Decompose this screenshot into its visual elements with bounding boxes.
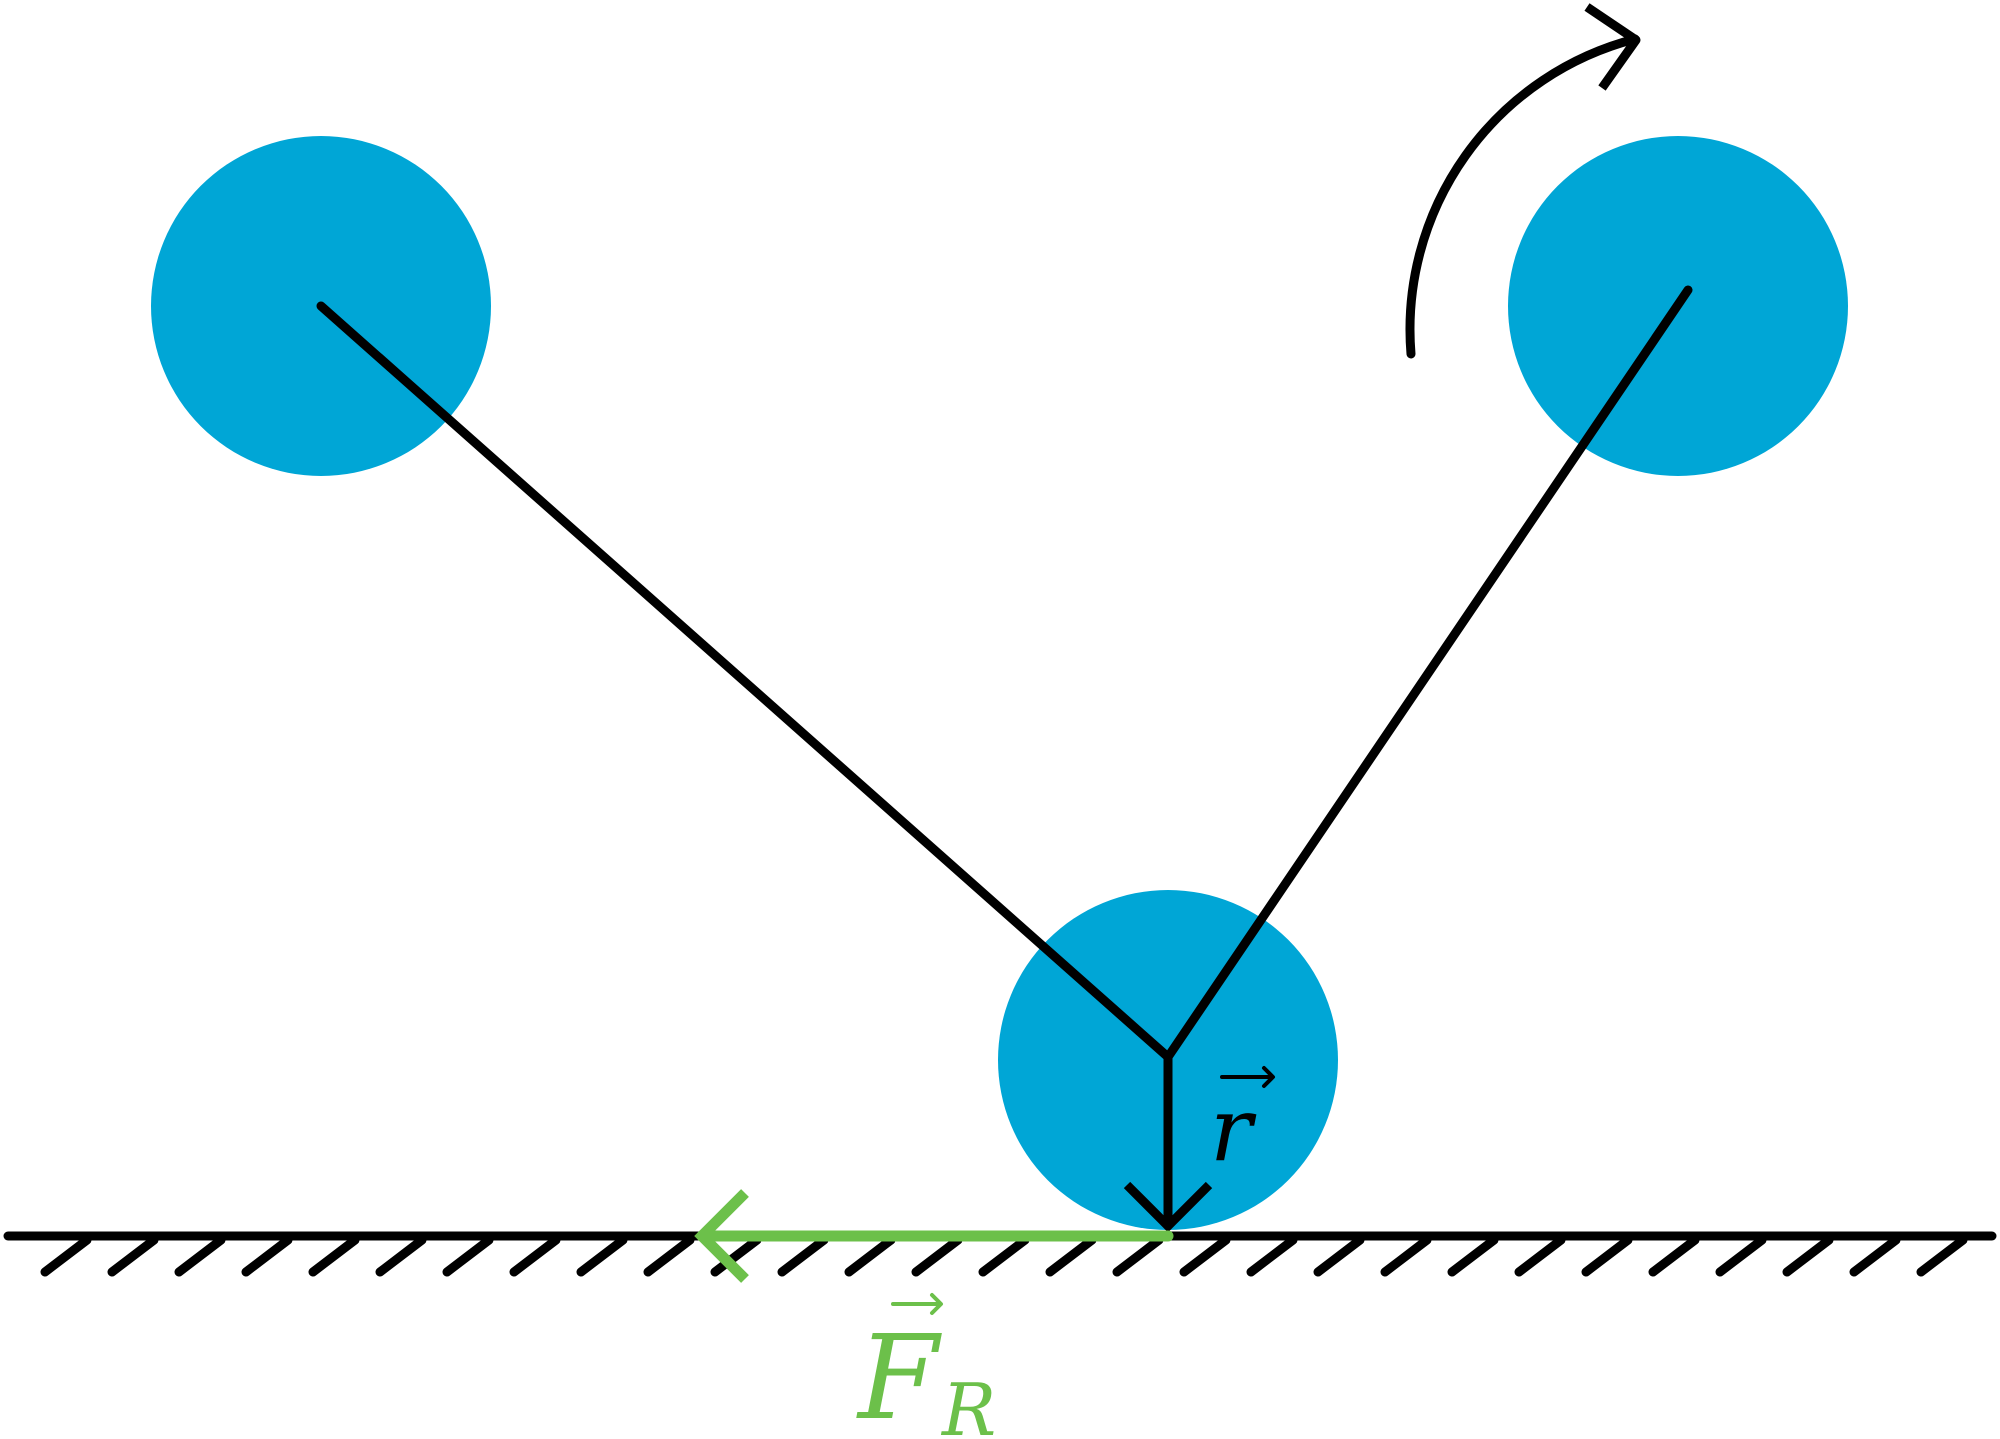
ground-hatch-mark bbox=[1849, 1235, 1901, 1277]
ground-hatch-mark bbox=[40, 1235, 92, 1277]
ground-hatch-mark bbox=[1179, 1235, 1231, 1277]
hatched-ground-icon bbox=[40, 1235, 1968, 1277]
r-label-text: r bbox=[1210, 1078, 1257, 1181]
ground-hatch-mark bbox=[1045, 1235, 1097, 1277]
ground-hatch-mark bbox=[1313, 1235, 1365, 1277]
r-vector-arrow bbox=[1123, 1052, 1213, 1233]
ground-hatch-mark bbox=[1916, 1235, 1968, 1277]
friction-force-label: F R bbox=[856, 1293, 996, 1439]
ground-hatch-mark bbox=[844, 1235, 896, 1277]
ground-hatch-mark bbox=[308, 1235, 360, 1277]
friction-force-label-subscript: R bbox=[940, 1368, 996, 1439]
ground-hatch-mark bbox=[1246, 1235, 1298, 1277]
ground-hatch-mark bbox=[1514, 1235, 1566, 1277]
ground-hatch-mark bbox=[643, 1235, 695, 1277]
ground-hatch-mark bbox=[978, 1235, 1030, 1277]
ground-hatch-mark bbox=[576, 1235, 628, 1277]
curved-arrow-clockwise-icon bbox=[1405, 3, 1641, 359]
ground-hatch-mark bbox=[107, 1235, 159, 1277]
ground-hatch-mark bbox=[1112, 1235, 1164, 1277]
pendulum-rod-right bbox=[1163, 285, 1693, 1062]
ground-hatch-mark bbox=[1782, 1235, 1834, 1277]
ground-hatch-mark bbox=[911, 1235, 963, 1277]
ground-hatch-mark bbox=[375, 1235, 427, 1277]
r-vector-label: r bbox=[1210, 1066, 1275, 1181]
friction-force-arrow bbox=[694, 1189, 1174, 1283]
ground-hatch-mark bbox=[509, 1235, 561, 1277]
vector-arrow-icon bbox=[891, 1293, 943, 1315]
vector-arrow-icon bbox=[1220, 1066, 1275, 1088]
ground-hatch-mark bbox=[1715, 1235, 1767, 1277]
ground-hatch-mark bbox=[241, 1235, 293, 1277]
ground-hatch-mark bbox=[777, 1235, 829, 1277]
ground-hatch-mark bbox=[1380, 1235, 1432, 1277]
ground-hatch-mark bbox=[1447, 1235, 1499, 1277]
ground-hatch-mark bbox=[1648, 1235, 1700, 1277]
ground-hatch-mark bbox=[174, 1235, 226, 1277]
friction-force-label-main: F bbox=[856, 1311, 942, 1439]
ground-hatch-mark bbox=[1581, 1235, 1633, 1277]
ground-hatch-mark bbox=[442, 1235, 494, 1277]
ground-hatch-mark bbox=[710, 1235, 762, 1277]
pendulum-rod-left bbox=[316, 301, 1173, 1062]
